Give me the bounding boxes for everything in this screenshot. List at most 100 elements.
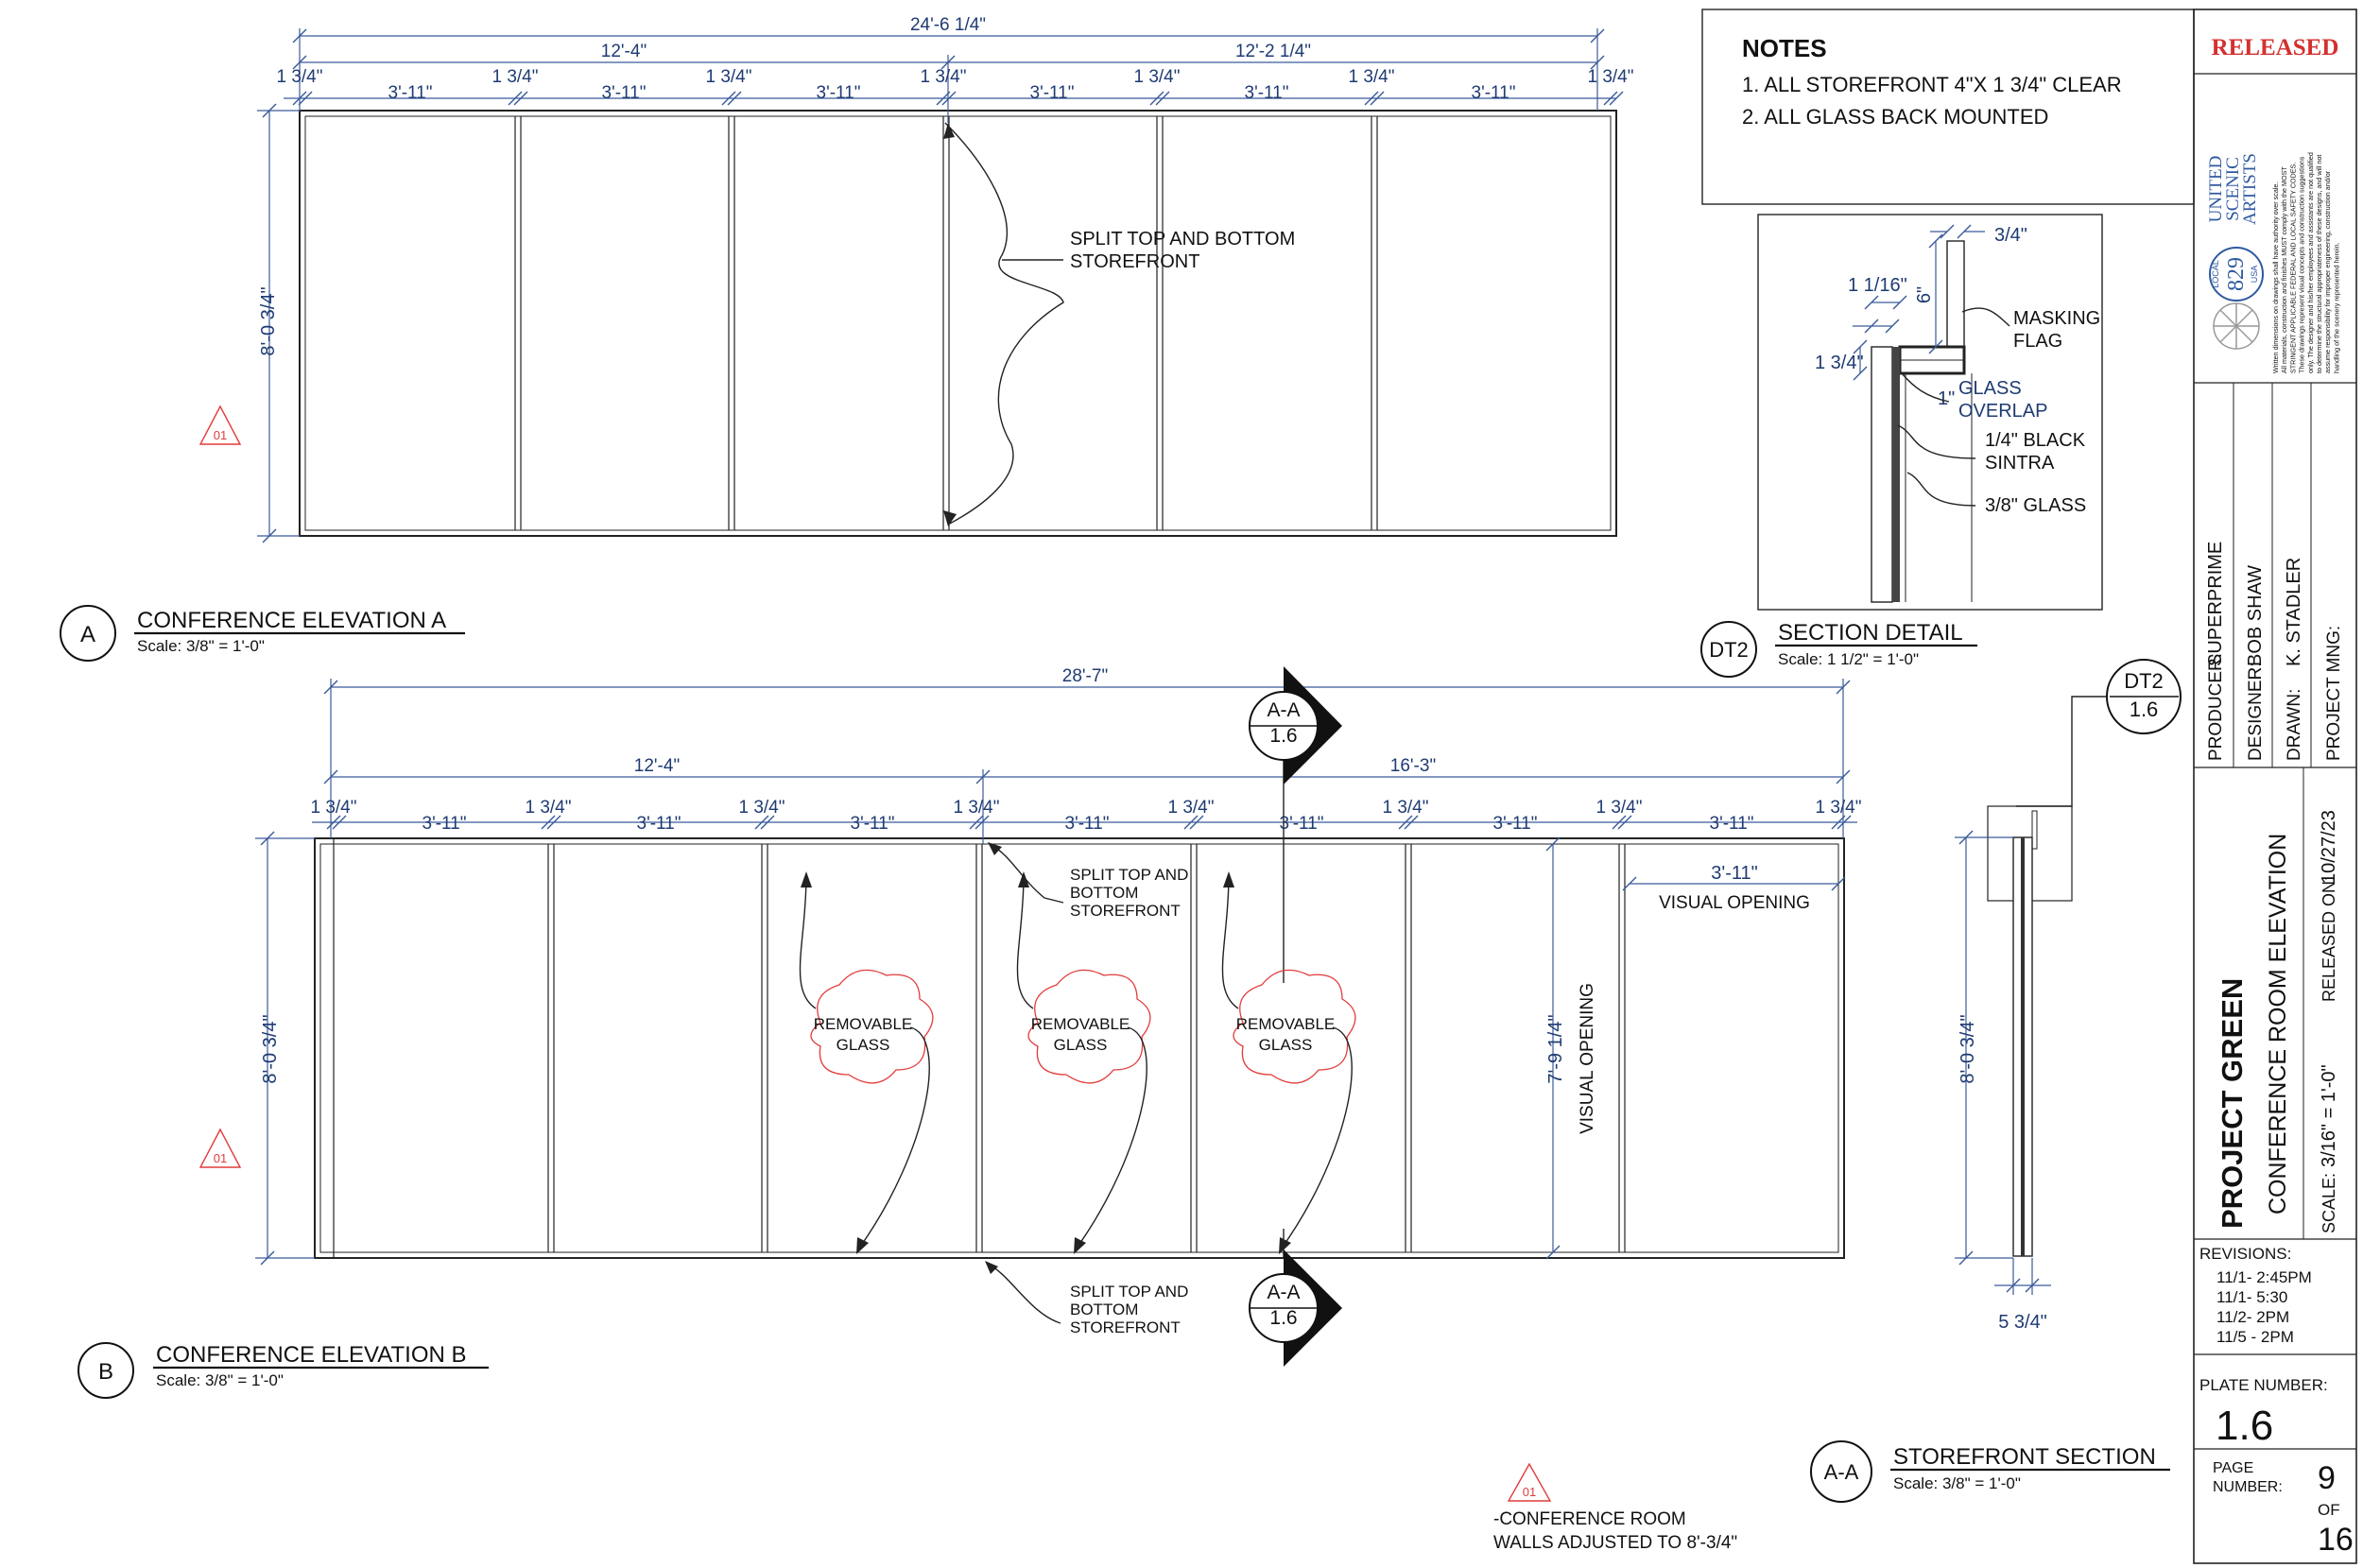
elevation-b-scale: Scale: 3/8" = 1'-0"	[156, 1371, 284, 1389]
elevation-a-title: CONFERENCE ELEVATION A	[137, 608, 446, 633]
svg-text:01: 01	[1523, 1485, 1536, 1499]
elevation-a-marker	[60, 605, 116, 662]
svg-text:handling of the scenery repres: handling of the scenery represented here…	[2332, 242, 2340, 373]
svg-text:1 3/4": 1 3/4"	[953, 798, 999, 818]
svg-text:STOREFRONT: STOREFRONT	[1070, 902, 1181, 920]
elevation-b-height: 8'-0 3/4"	[260, 1014, 281, 1083]
svg-text:REMOVABLE: REMOVABLE	[814, 1015, 913, 1033]
svg-text:GLASS: GLASS	[1054, 1036, 1108, 1054]
union-logo: UNITED SCENIC ARTISTS LOCAL 829 USA	[2206, 153, 2264, 350]
elevation-b-title: CONFERENCE ELEVATION B	[156, 1342, 467, 1368]
section-cut-bottom[interactable]: A-A 1.6	[1249, 1249, 1342, 1367]
section-cut-top[interactable]: A-A 1.6	[1249, 666, 1342, 784]
drawn-by: K. STADLER	[2284, 558, 2304, 666]
elevation-a-height: 8'-0 3/4"	[258, 286, 279, 355]
svg-text:FLAG: FLAG	[2013, 331, 2062, 352]
svg-text:1 3/4": 1 3/4"	[492, 67, 538, 87]
svg-text:1 3/4": 1 3/4"	[920, 67, 966, 87]
revision-entry: 11/5 - 2PM	[2216, 1328, 2294, 1346]
svg-text:LOCAL: LOCAL	[2211, 260, 2220, 288]
svg-text:BOTTOM: BOTTOM	[1070, 884, 1138, 902]
elevation-a-note-line2: STOREFRONT	[1070, 251, 1199, 272]
svg-text:ARTISTS: ARTISTS	[2240, 153, 2260, 225]
svg-text:12'-4": 12'-4"	[601, 42, 647, 61]
visual-opening-width: 3'-11"	[1711, 863, 1757, 884]
section-detail-marker	[1700, 621, 1757, 678]
svg-text:NUMBER:: NUMBER:	[2213, 1479, 2283, 1495]
svg-text:8'-0 3/4": 8'-0 3/4"	[1958, 1014, 1978, 1083]
svg-text:UNITED: UNITED	[2206, 156, 2226, 223]
svg-text:SPLIT TOP AND: SPLIT TOP AND	[1070, 1283, 1188, 1301]
svg-text:REMOVABLE: REMOVABLE	[1236, 1015, 1336, 1033]
removable-glass-callout: REMOVABLE GLASS	[1221, 871, 1356, 1254]
svg-text:1 3/4": 1 3/4"	[1587, 67, 1633, 87]
svg-text:3'-11": 3'-11"	[388, 83, 433, 103]
elevation-a-overall-width: 24'-6 1/4"	[910, 15, 986, 35]
svg-text:WALLS ADJUSTED TO 8'-3/4": WALLS ADJUSTED TO 8'-3/4"	[1493, 1533, 1737, 1553]
notes-item-2: 2. ALL GLASS BACK MOUNTED	[1742, 105, 2048, 129]
visual-opening-height: 7'-9 1/4"	[1545, 1014, 1566, 1083]
svg-text:3'-11": 3'-11"	[851, 814, 895, 834]
svg-text:PLATE NUMBER:: PLATE NUMBER:	[2199, 1376, 2328, 1394]
svg-text:1 3/4": 1 3/4"	[310, 798, 356, 818]
svg-text:01: 01	[214, 428, 227, 442]
svg-text:3'-11": 3'-11"	[1065, 814, 1110, 834]
svg-text:PRODUCER:: PRODUCER:	[2206, 653, 2226, 761]
svg-text:SCENIC: SCENIC	[2223, 157, 2243, 221]
svg-text:3'-11": 3'-11"	[1030, 83, 1075, 103]
producer-name: SUPERPRIME	[2205, 542, 2226, 666]
svg-text:1.6: 1.6	[2130, 698, 2159, 721]
svg-text:3'-11": 3'-11"	[423, 814, 467, 834]
svg-text:3'-11": 3'-11"	[1245, 83, 1289, 103]
svg-text:3/8" GLASS: 3/8" GLASS	[1985, 495, 2086, 516]
designer-name: BOB SHAW	[2245, 565, 2266, 666]
svg-text:GLASS: GLASS	[1259, 1036, 1313, 1054]
svg-text:829: 829	[2224, 257, 2249, 291]
svg-text:16'-3": 16'-3"	[1390, 756, 1436, 776]
svg-text:1 3/4": 1 3/4"	[1815, 353, 1864, 373]
svg-text:OF: OF	[2318, 1501, 2340, 1519]
elevation-b-revision-flag: 01	[198, 1128, 242, 1168]
svg-text:12'-4": 12'-4"	[634, 756, 680, 776]
svg-text:PROJECT MNG:: PROJECT MNG:	[2324, 626, 2344, 761]
svg-text:SPLIT TOP AND: SPLIT TOP AND	[1070, 866, 1188, 884]
released-date: 10/27/23	[2319, 810, 2339, 884]
svg-text:REVISIONS:: REVISIONS:	[2199, 1245, 2291, 1263]
svg-text:only. The designer and his/her: only. The designer and his/her employees…	[2306, 152, 2315, 373]
svg-text:1 3/4": 1 3/4"	[1167, 798, 1214, 818]
svg-text:1.6: 1.6	[1269, 1307, 1297, 1329]
svg-text:REMOVABLE: REMOVABLE	[1031, 1015, 1130, 1033]
elevation-b-marker	[78, 1342, 134, 1399]
storefront-section-marker	[1810, 1440, 1872, 1503]
svg-text:GLASS: GLASS	[1958, 378, 2022, 399]
svg-text:1.6: 1.6	[1269, 725, 1297, 747]
svg-text:01: 01	[214, 1151, 227, 1165]
svg-text:1 3/4": 1 3/4"	[1815, 798, 1861, 818]
svg-text:OVERLAP: OVERLAP	[1958, 401, 2047, 422]
page-total: 16	[2318, 1522, 2354, 1558]
svg-text:MASKING: MASKING	[2013, 308, 2100, 329]
svg-text:STRINGENT APPLICABLE FEDERAL A: STRINGENT APPLICABLE FEDERAL AND LOCAL S…	[2288, 163, 2297, 373]
svg-text:1 3/4": 1 3/4"	[276, 67, 322, 87]
svg-text:1 1/16": 1 1/16"	[1848, 275, 1907, 296]
notes-item-1: 1. ALL STOREFRONT 4"X 1 3/4" CLEAR	[1742, 73, 2122, 96]
revision-entry: 11/1- 5:30	[2216, 1288, 2287, 1306]
svg-text:3'-11": 3'-11"	[1710, 814, 1754, 834]
svg-text:1/4" BLACK: 1/4" BLACK	[1985, 430, 2086, 451]
svg-text:3'-11": 3'-11"	[1493, 814, 1538, 834]
elevation-a-frame	[299, 110, 1617, 537]
svg-text:SCALE:: SCALE:	[2320, 1173, 2338, 1233]
svg-text:These drawings represent visua: These drawings represent visual concepts…	[2298, 156, 2306, 373]
svg-text:DRAWN:: DRAWN:	[2285, 689, 2304, 761]
svg-text:A-A: A-A	[1824, 1460, 1859, 1484]
svg-text:to determine the structural ap: to determine the structural appropriaten…	[2315, 155, 2323, 373]
svg-text:assume responsibility for impr: assume responsibility for improper engin…	[2323, 170, 2332, 373]
drawing-scale: 3/16" = 1'-0"	[2319, 1064, 2339, 1167]
elevation-a: 24'-6 1/4"12'-4"12'-2 1/4"1 3/4"1 3/4"1 …	[60, 15, 1634, 662]
storefront-section-scale: Scale: 3/8" = 1'-0"	[1893, 1474, 2021, 1492]
section-detail: 3/4" 6" 1 1/16" 1 3/4" 1" MASKING FLAG G…	[1700, 214, 2103, 678]
notes-heading: NOTES	[1742, 34, 1827, 62]
svg-text:DT2: DT2	[2124, 669, 2164, 693]
elevation-a-revision-flag: 01	[198, 405, 242, 445]
